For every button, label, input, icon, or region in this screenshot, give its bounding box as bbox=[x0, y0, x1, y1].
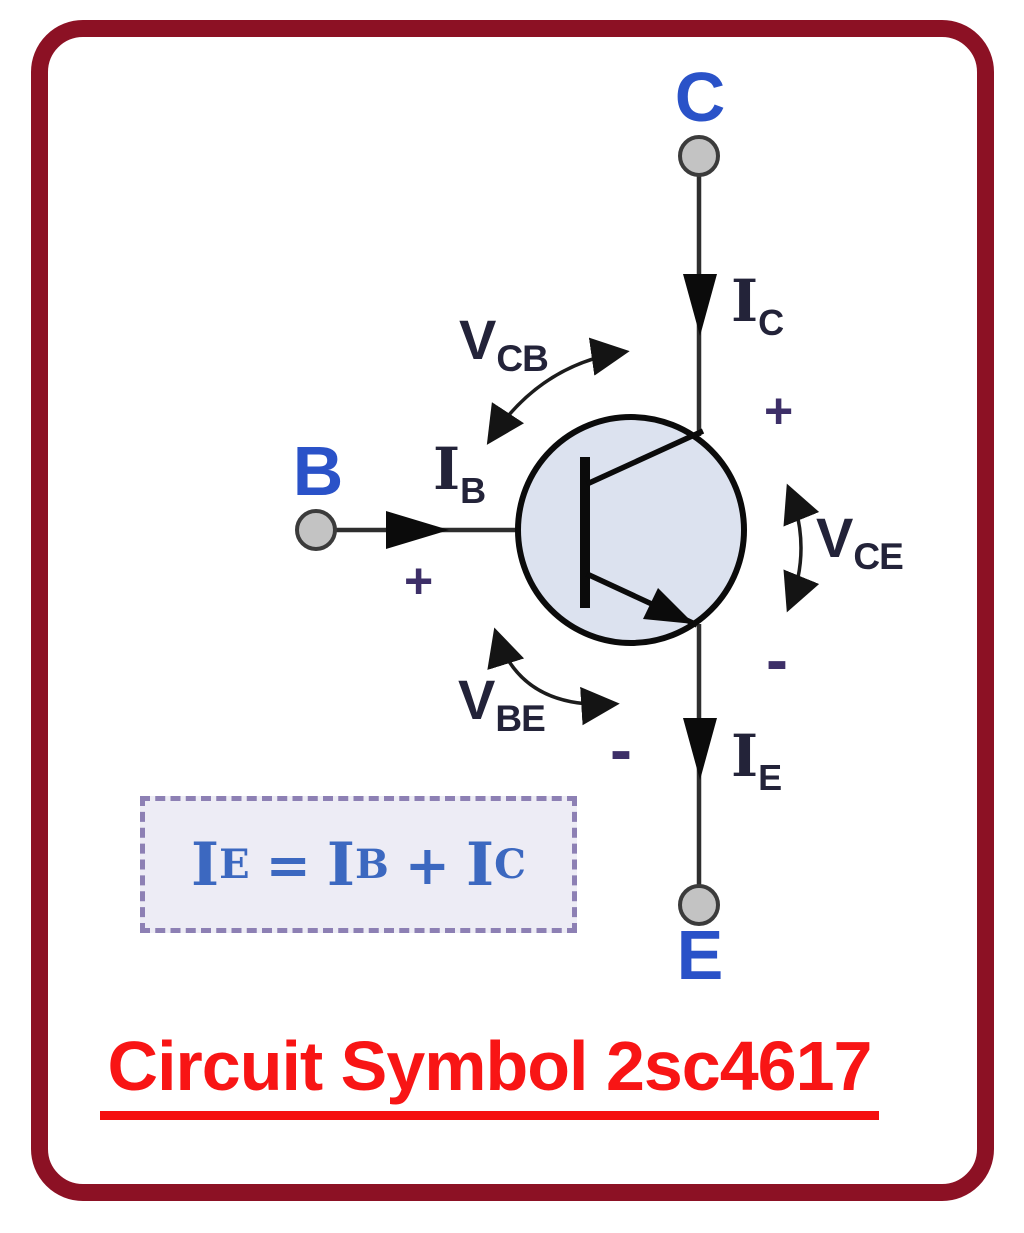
emitter-terminal-dot bbox=[678, 884, 720, 926]
emitter-current-arrow bbox=[683, 718, 717, 780]
vce-symbol: V bbox=[816, 506, 854, 569]
caption-row: Circuit Symbol 2sc4617 bbox=[8, 1026, 971, 1120]
formula-lhs-symbol: I bbox=[191, 829, 220, 900]
ic-subscript: C bbox=[758, 302, 785, 343]
collector-terminal-dot bbox=[678, 135, 720, 177]
formula-lhs-subscript: E bbox=[219, 841, 250, 888]
transistor-collector-lead bbox=[585, 428, 705, 487]
vbe-arc-arrow bbox=[487, 627, 620, 726]
base-current-arrow bbox=[386, 511, 449, 549]
vcb-arc-arrow bbox=[486, 337, 630, 445]
base-terminal-label: B bbox=[292, 432, 344, 510]
vbe-subscript: BE bbox=[495, 698, 545, 739]
formula-equals-sign: = bbox=[265, 832, 311, 897]
vce-minus-sign: - bbox=[766, 622, 788, 696]
base-terminal-dot bbox=[295, 509, 337, 551]
ie-subscript: E bbox=[758, 757, 783, 798]
page-title: Circuit Symbol 2sc4617 bbox=[99, 1026, 880, 1120]
vce-plus-sign: + bbox=[764, 383, 794, 439]
ie-symbol: I bbox=[731, 722, 759, 790]
base-plus-sign: + bbox=[404, 553, 434, 609]
vce-voltage-label: VCE bbox=[816, 510, 904, 577]
vce-subscript: CE bbox=[853, 536, 903, 577]
formula-plus-sign: + bbox=[404, 832, 451, 897]
collector-current-label: IC bbox=[731, 272, 784, 341]
emitter-current-label: IE bbox=[731, 727, 782, 796]
emitter-arrowhead bbox=[643, 588, 694, 624]
vcb-symbol: V bbox=[459, 308, 497, 371]
formula-rhs2-symbol: I bbox=[466, 829, 495, 900]
collector-terminal-label: C bbox=[674, 58, 726, 136]
vbe-voltage-label: VBE bbox=[458, 672, 546, 739]
vce-arc-arrow bbox=[783, 483, 820, 613]
transistor-body-circle bbox=[515, 414, 747, 646]
collector-current-arrow bbox=[683, 274, 717, 336]
ib-subscript: B bbox=[460, 470, 487, 511]
formula-rhs1-symbol: I bbox=[326, 829, 355, 900]
outer-frame bbox=[31, 20, 994, 1201]
vbe-minus-sign: - bbox=[610, 712, 632, 786]
vcb-voltage-label: VCB bbox=[459, 312, 549, 379]
vbe-symbol: V bbox=[458, 668, 496, 731]
base-current-label: IB bbox=[433, 440, 486, 509]
emitter-terminal-label: E bbox=[676, 916, 724, 994]
formula-rhs2-subscript: C bbox=[494, 841, 526, 888]
ib-symbol: I bbox=[433, 435, 461, 503]
formula-rhs1-subscript: B bbox=[354, 841, 389, 888]
ic-symbol: I bbox=[731, 267, 759, 335]
vcb-subscript: CB bbox=[496, 338, 548, 379]
